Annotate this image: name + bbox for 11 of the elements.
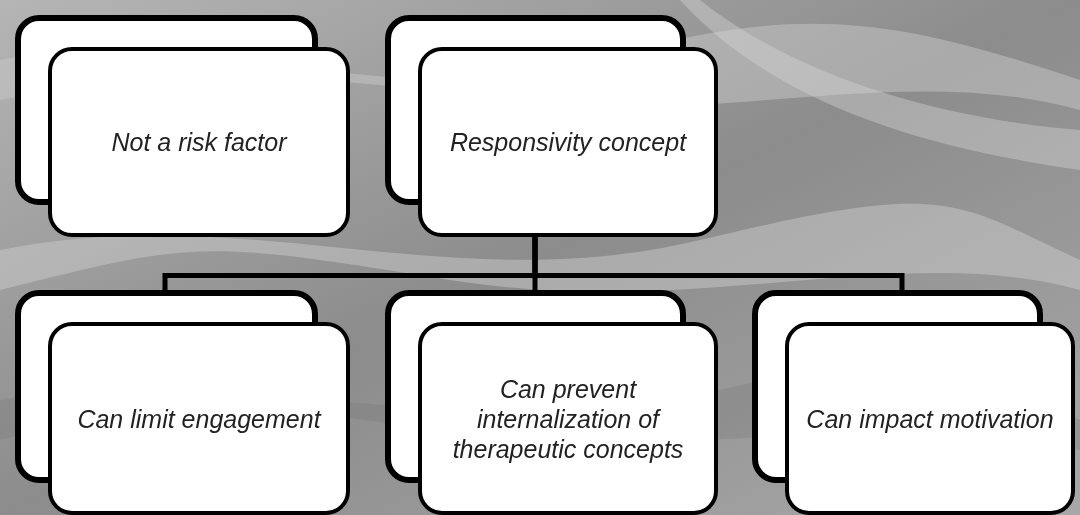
stacked-card	[385, 290, 718, 515]
stacked-card	[385, 15, 718, 237]
stacked-card	[15, 290, 350, 515]
connector-line	[532, 237, 905, 290]
stacked-card	[752, 290, 1075, 515]
stacked-card	[15, 15, 350, 237]
card-text: Responsivity concept	[449, 127, 687, 157]
card-text: Not a risk factor	[111, 127, 287, 157]
card-text: Can limit engagement	[77, 403, 321, 434]
card-text: Can prevent internalization of therapeutic concepts	[451, 373, 685, 464]
card-text: Can impact motivation	[806, 403, 1054, 434]
